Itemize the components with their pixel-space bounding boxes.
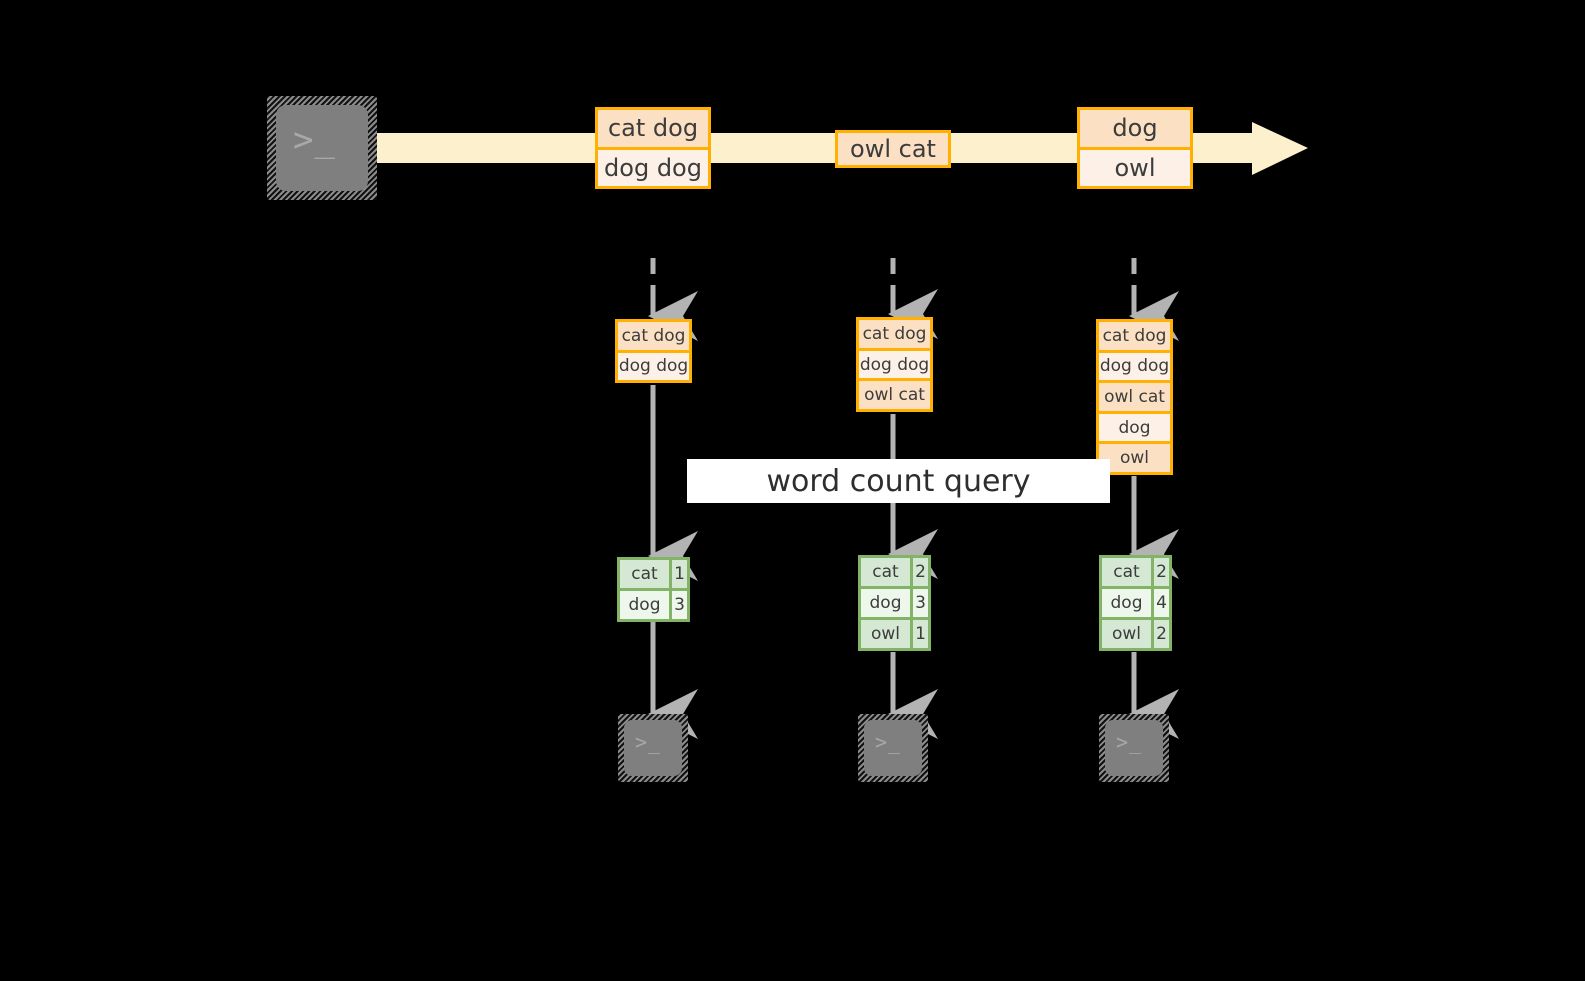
input-record[interactable]: owl	[1099, 441, 1170, 472]
snapshot-2-input-table[interactable]: cat dog dog dog owl cat	[856, 317, 933, 412]
input-record[interactable]: owl cat	[859, 378, 930, 410]
input-record[interactable]: dog dog	[618, 349, 689, 380]
terminal-screen: >_	[864, 720, 922, 776]
result-count: 2	[1151, 620, 1169, 648]
result-word: cat	[1102, 558, 1151, 586]
terminal-screen: >_	[624, 720, 682, 776]
terminal-prompt: >_	[293, 120, 336, 160]
stream-batch-1[interactable]: cat dog dog dog	[595, 107, 711, 189]
snapshot-3-input-table[interactable]: cat dog dog dog owl cat dog owl	[1096, 319, 1173, 475]
terminal-prompt: >_	[635, 730, 662, 754]
table-row[interactable]: cat 2	[861, 558, 928, 586]
table-row[interactable]: dog 3	[861, 586, 928, 617]
result-count: 1	[910, 620, 928, 648]
sink-terminal-icon-3[interactable]: >_	[1099, 714, 1169, 782]
result-count: 3	[669, 591, 687, 619]
result-word: owl	[861, 620, 910, 648]
result-word: dog	[861, 589, 910, 617]
table-row[interactable]: owl 1	[861, 617, 928, 648]
terminal-screen: >_	[1105, 720, 1163, 776]
result-word: dog	[1102, 589, 1151, 617]
input-record[interactable]: owl cat	[1099, 380, 1170, 411]
result-count: 4	[1151, 589, 1169, 617]
stream-record[interactable]: dog	[1080, 110, 1190, 147]
terminal-prompt: >_	[875, 730, 902, 754]
snapshot-3-result-table[interactable]: cat 2 dog 4 owl 2	[1099, 555, 1172, 651]
query-banner-label: word count query	[766, 463, 1031, 499]
input-record[interactable]: dog dog	[1099, 349, 1170, 381]
sink-terminal-icon-1[interactable]: >_	[618, 714, 688, 782]
terminal-screen: >_	[276, 105, 368, 191]
stream-record[interactable]: owl cat	[838, 133, 948, 165]
sink-terminal-icon-2[interactable]: >_	[858, 714, 928, 782]
input-record[interactable]: cat dog	[1099, 322, 1170, 350]
snapshot-2-result-table[interactable]: cat 2 dog 3 owl 1	[858, 555, 931, 651]
table-row[interactable]: dog 4	[1102, 586, 1169, 617]
stream-batch-2[interactable]: owl cat	[835, 130, 951, 168]
result-count: 2	[1151, 558, 1169, 586]
result-word: owl	[1102, 620, 1151, 648]
terminal-prompt: >_	[1116, 730, 1143, 754]
snapshot-1-result-table[interactable]: cat 1 dog 3	[617, 557, 690, 622]
result-word: cat	[620, 560, 669, 588]
input-record[interactable]: dog	[1099, 410, 1170, 442]
stream-batch-3[interactable]: dog owl	[1077, 107, 1193, 189]
source-terminal-icon[interactable]: >_	[267, 96, 377, 200]
stream-record[interactable]: dog dog	[598, 146, 708, 186]
result-count: 3	[910, 589, 928, 617]
result-word: cat	[861, 558, 910, 586]
stream-record[interactable]: owl	[1080, 146, 1190, 186]
input-record[interactable]: cat dog	[859, 320, 930, 348]
table-row[interactable]: owl 2	[1102, 617, 1169, 648]
input-record[interactable]: cat dog	[618, 322, 689, 350]
result-count: 2	[910, 558, 928, 586]
input-record[interactable]: dog dog	[859, 347, 930, 379]
table-row[interactable]: cat 1	[620, 560, 687, 588]
result-count: 1	[669, 560, 687, 588]
stream-record[interactable]: cat dog	[598, 110, 708, 147]
table-row[interactable]: dog 3	[620, 588, 687, 619]
snapshot-1-input-table[interactable]: cat dog dog dog	[615, 319, 692, 383]
query-banner: word count query	[687, 459, 1110, 503]
result-word: dog	[620, 591, 669, 619]
table-row[interactable]: cat 2	[1102, 558, 1169, 586]
